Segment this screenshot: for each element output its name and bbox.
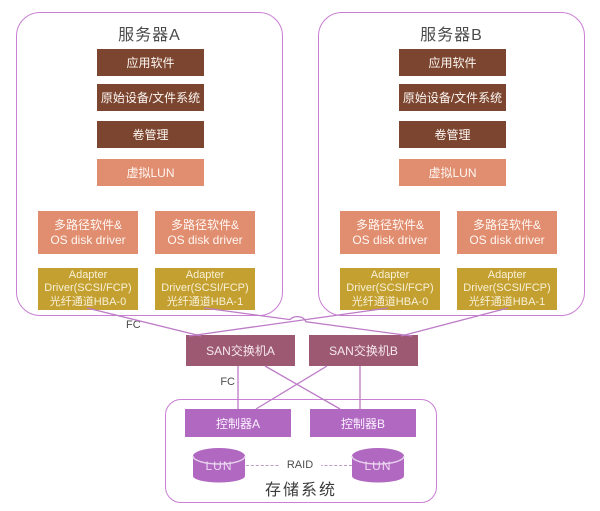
- lun-left-label: LUN: [205, 459, 233, 473]
- adapter-label-line3: 光纤通道HBA-1: [166, 295, 244, 308]
- controller-a-label: 控制器A: [215, 416, 260, 431]
- san-switch-b-box: SAN交换机B: [309, 335, 418, 366]
- adapter-label-line1: Adapter: [68, 268, 108, 281]
- server-b-container: 服务器B 应用软件 原始设备/文件系统 卷管理 虚拟LUN 多路径软件& OS …: [318, 12, 585, 316]
- server-b-raw-device-box: 原始设备/文件系统: [399, 84, 506, 111]
- adapter-label-line2: Driver(SCSI/FCP): [161, 282, 249, 295]
- multipath-label-line2: OS disk driver: [167, 232, 243, 247]
- server-a-raw-device-box: 原始设备/文件系统: [97, 84, 204, 111]
- san-switch-b-label: SAN交换机B: [329, 344, 398, 358]
- server-b-multipath-right-box: 多路径软件& OS disk driver: [457, 211, 557, 254]
- server-b-app-software-box: 应用软件: [399, 49, 506, 76]
- server-a-volume-manager-label: 卷管理: [132, 128, 169, 142]
- multipath-label-line1: 多路径软件&: [53, 217, 122, 232]
- server-a-app-software-box: 应用软件: [97, 49, 204, 76]
- server-b-hba0-adapter-box: Adapter Driver(SCSI/FCP) 光纤通道HBA-0: [340, 268, 440, 310]
- fc-label-top: FC: [126, 319, 141, 331]
- server-b-hba1-adapter-box: Adapter Driver(SCSI/FCP) 光纤通道HBA-1: [457, 268, 557, 310]
- server-a-volume-manager-box: 卷管理: [97, 121, 204, 148]
- multipath-label-line2: OS disk driver: [352, 232, 428, 247]
- database-cylinder-icon: [192, 448, 246, 483]
- server-a-multipath-right-box: 多路径软件& OS disk driver: [155, 211, 255, 254]
- adapter-label-line2: Driver(SCSI/FCP): [346, 282, 434, 295]
- server-a-virtual-lun-label: 虚拟LUN: [126, 166, 175, 180]
- multipath-label-line1: 多路径软件&: [355, 217, 424, 232]
- controller-a-box: 控制器A: [185, 409, 291, 437]
- controller-b-box: 控制器B: [310, 409, 416, 437]
- multipath-label-line2: OS disk driver: [469, 232, 545, 247]
- adapter-label-line2: Driver(SCSI/FCP): [44, 282, 132, 295]
- storage-system-title: 存储系统: [264, 482, 337, 499]
- san-switch-a-box: SAN交换机A: [186, 335, 295, 366]
- server-b-virtual-lun-box: 虚拟LUN: [399, 159, 506, 186]
- server-b-title: 服务器B: [420, 27, 483, 44]
- server-a-title: 服务器A: [118, 27, 181, 44]
- database-cylinder-icon: [351, 448, 405, 483]
- server-b-volume-manager-label: 卷管理: [434, 128, 471, 142]
- server-a-hba1-adapter-box: Adapter Driver(SCSI/FCP) 光纤通道HBA-1: [155, 268, 255, 310]
- adapter-label-line3: 光纤通道HBA-0: [351, 295, 429, 308]
- lun-right-label: LUN: [364, 459, 392, 473]
- lun-left: LUN: [192, 446, 246, 484]
- server-b-volume-manager-box: 卷管理: [399, 121, 506, 148]
- san-switch-a-label: SAN交换机A: [206, 344, 275, 358]
- adapter-label-line1: Adapter: [370, 268, 410, 281]
- server-a-multipath-left-box: 多路径软件& OS disk driver: [38, 211, 138, 254]
- server-b-virtual-lun-label: 虚拟LUN: [428, 166, 477, 180]
- multipath-label-line1: 多路径软件&: [472, 217, 541, 232]
- server-b-raw-device-label: 原始设备/文件系统: [402, 91, 503, 105]
- multipath-label-line1: 多路径软件&: [170, 217, 239, 232]
- adapter-label-line1: Adapter: [487, 268, 527, 281]
- adapter-label-line3: 光纤通道HBA-1: [468, 295, 546, 308]
- server-b-app-software-label: 应用软件: [428, 56, 477, 70]
- server-a-container: 服务器A 应用软件 原始设备/文件系统 卷管理 虚拟LUN 多路径软件& OS …: [16, 12, 283, 316]
- adapter-label-line2: Driver(SCSI/FCP): [463, 282, 551, 295]
- raid-label: RAID: [279, 459, 321, 471]
- fc-label-bottom: FC: [220, 376, 235, 388]
- adapter-label-line1: Adapter: [185, 268, 225, 281]
- controller-b-label: 控制器B: [340, 416, 385, 431]
- server-b-multipath-left-box: 多路径软件& OS disk driver: [340, 211, 440, 254]
- server-a-raw-device-label: 原始设备/文件系统: [100, 91, 201, 105]
- lun-right: LUN: [351, 446, 405, 484]
- server-a-app-software-label: 应用软件: [126, 56, 175, 70]
- server-a-virtual-lun-box: 虚拟LUN: [97, 159, 204, 186]
- multipath-label-line2: OS disk driver: [50, 232, 126, 247]
- server-a-hba0-adapter-box: Adapter Driver(SCSI/FCP) 光纤通道HBA-0: [38, 268, 138, 310]
- adapter-label-line3: 光纤通道HBA-0: [49, 295, 127, 308]
